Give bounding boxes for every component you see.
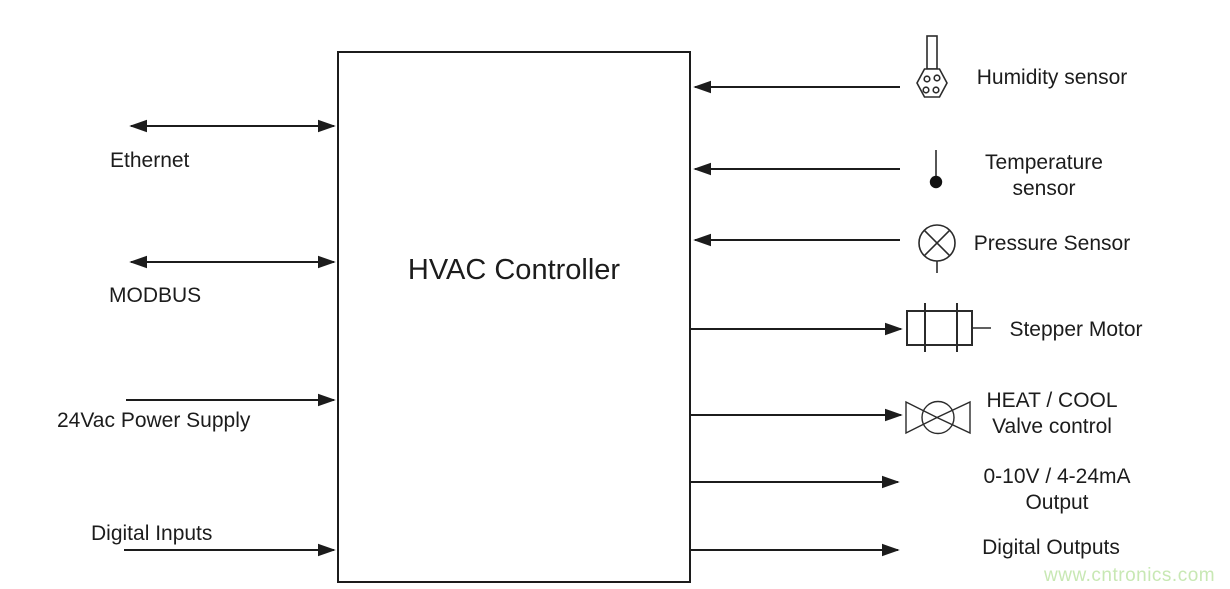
watermark: www.cntronics.com [1044, 565, 1216, 586]
valve-icon [905, 400, 971, 435]
digital-outputs-label: Digital Outputs [982, 536, 1120, 559]
digital-inputs-label: Digital Inputs [91, 522, 213, 545]
ethernet-label: Ethernet [110, 149, 190, 172]
pressure-sensor-icon [918, 224, 956, 273]
valve-control-label: HEAT / COOL Valve control [986, 389, 1118, 438]
power-supply-label: 24Vac Power Supply [57, 409, 251, 432]
humidity-sensor-icon [916, 35, 948, 98]
stepper-motor-icon [906, 303, 991, 352]
modbus-label: MODBUS [109, 284, 202, 307]
pressure-sensor-label: Pressure Sensor [973, 232, 1131, 255]
stepper-motor-label: Stepper Motor [1009, 318, 1143, 341]
temperature-sensor-icon [929, 150, 943, 189]
hvac-controller-box [337, 51, 691, 583]
analog-output-label: 0-10V / 4-24mA Output [983, 465, 1131, 514]
hvac-controller-title: HVAC Controller [407, 254, 621, 286]
humidity-sensor-label: Humidity sensor [976, 66, 1128, 89]
temperature-sensor-label: Temperature sensor [985, 151, 1103, 200]
